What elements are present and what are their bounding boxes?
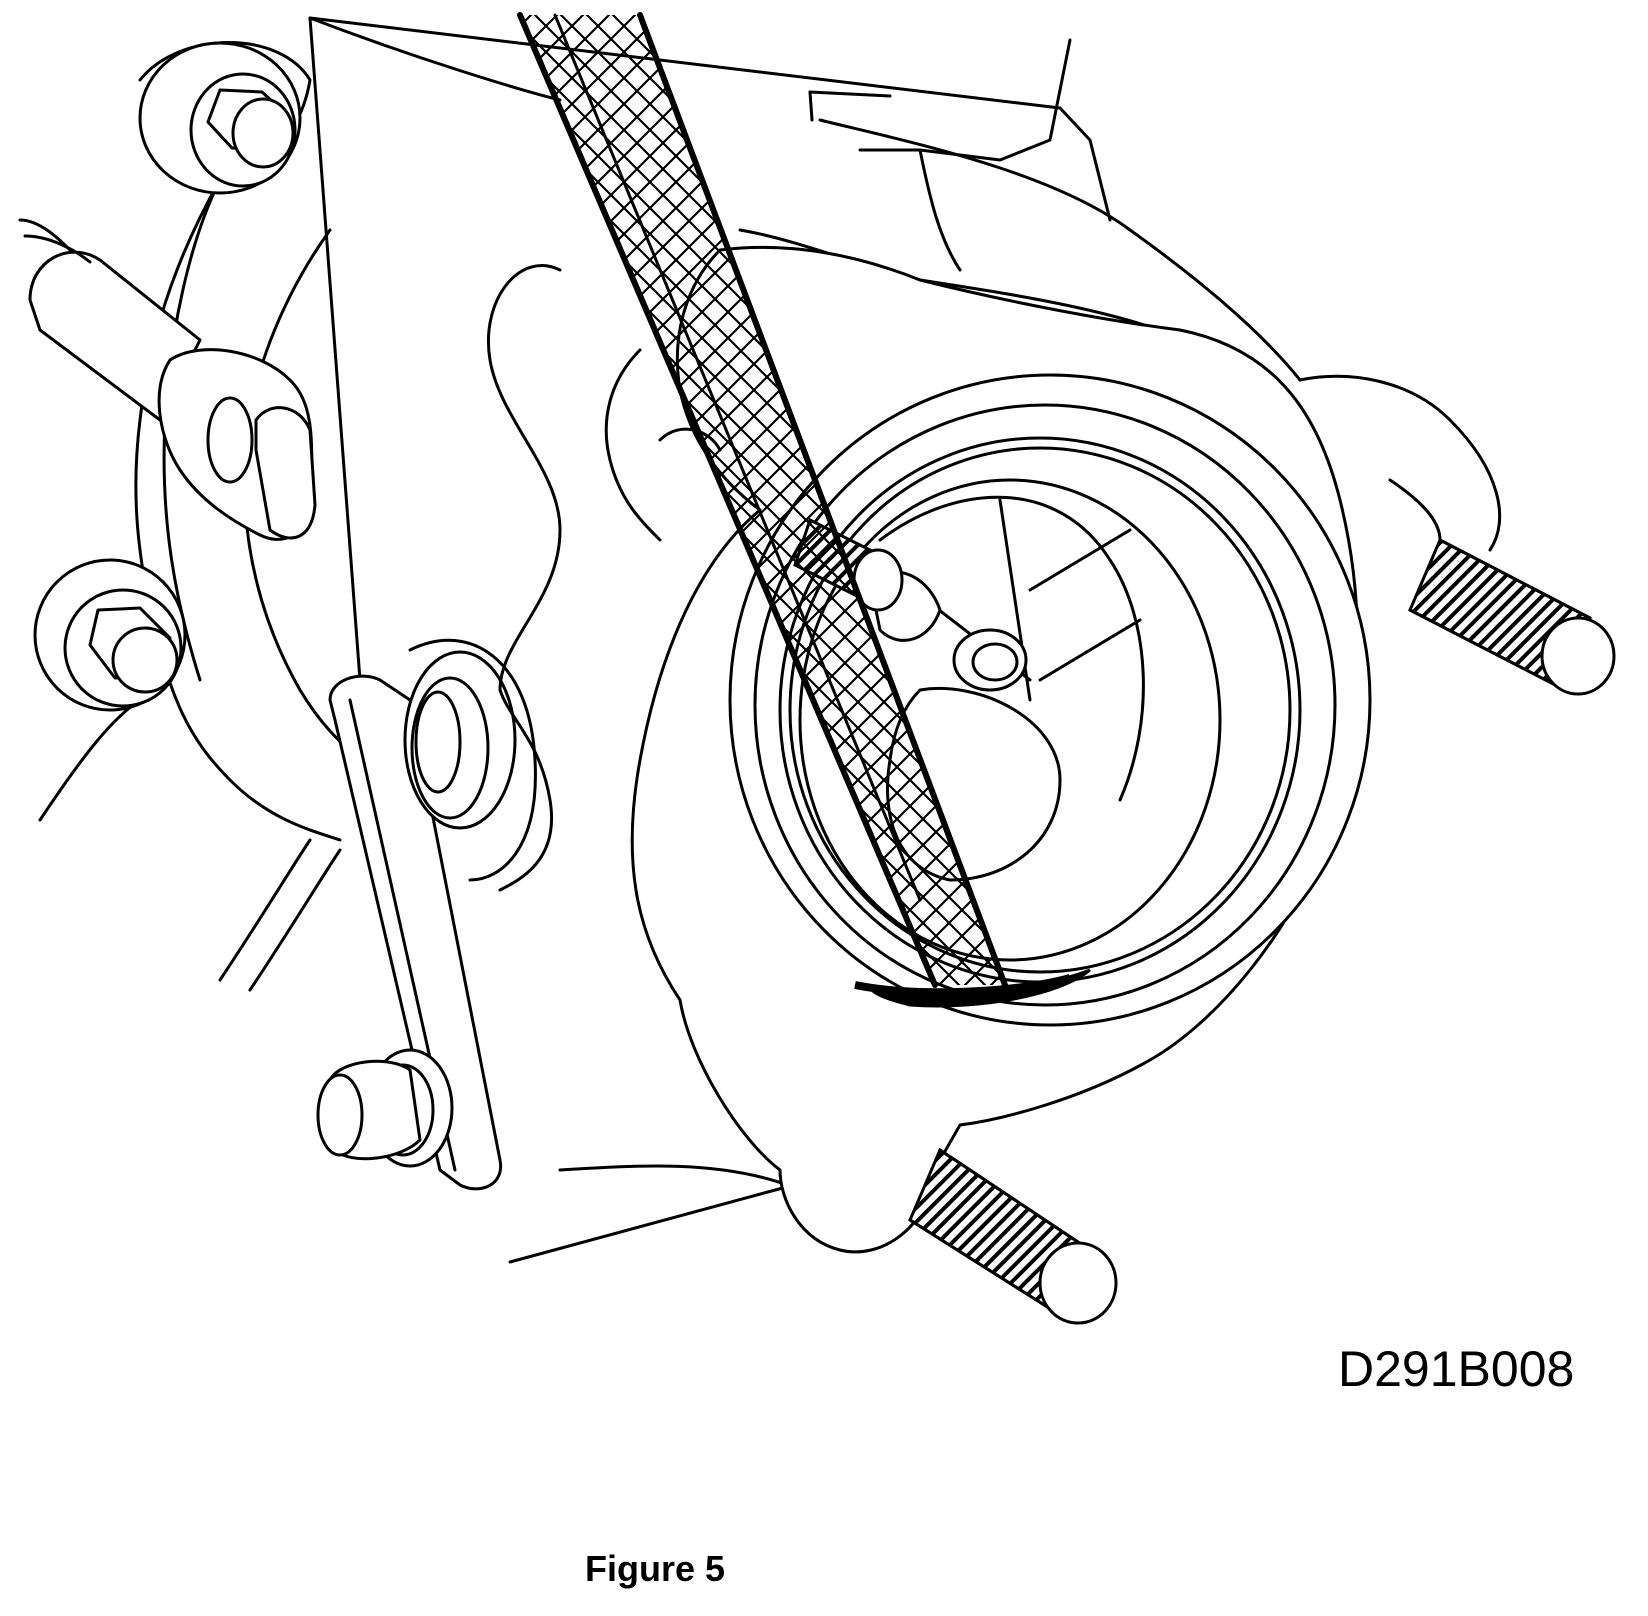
wastegate-arm: [316, 638, 537, 1191]
drawing-code: D291B008: [1338, 1341, 1575, 1397]
mesh-probe: [517, 12, 1008, 988]
oil-deposit-band: [854, 974, 1072, 997]
oil-line-pipe: [18, 218, 317, 541]
housing-outline: [38, 16, 1502, 1264]
lower-nut: [33, 558, 187, 712]
bottom-stud: [908, 1147, 1118, 1325]
figure-caption: Figure 5: [585, 1548, 726, 1589]
upper-nut: [138, 41, 302, 195]
right-stud: [1388, 478, 1616, 696]
